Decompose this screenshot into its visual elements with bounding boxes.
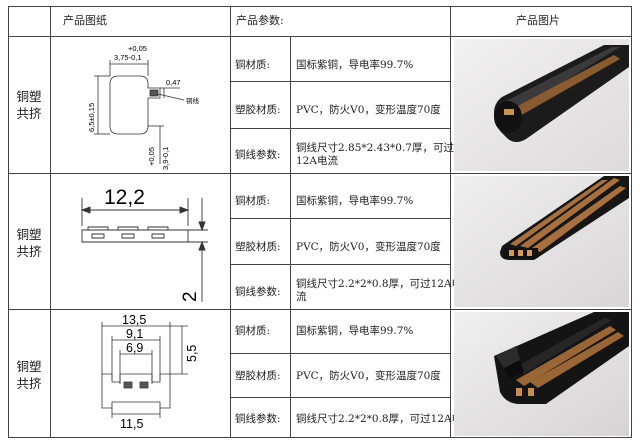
row1-dim-right: 0,47 xyxy=(166,78,181,87)
row1-param2-label: 塑胶材质: xyxy=(235,104,281,116)
row3-side-line2: 共挤 xyxy=(16,376,42,391)
row2-side-label: 铜塑 共挤 xyxy=(11,226,47,260)
row3-param2-label: 塑胶材质: xyxy=(235,370,281,382)
row1-side-label: 铜塑 共挤 xyxy=(11,88,47,122)
row2-product-photo xyxy=(454,176,629,307)
row1-param1-label: 铜材质: xyxy=(235,59,271,71)
row1-side-line1: 铜塑 xyxy=(16,89,42,104)
row3-dim-d1: 13,5 xyxy=(122,313,146,327)
row3-dim-bottom: 11,5 xyxy=(120,417,143,431)
row1-param1-value: 国标紫铜，导电率99.7% xyxy=(296,59,414,71)
spec-table: 产品图纸 产品参数: 产品图片 铜塑 共挤 xyxy=(8,6,632,438)
row2-param2-label: 塑胶材质: xyxy=(235,241,281,253)
row3-drawing: 13,5 9,1 6,9 5,5 11,5 xyxy=(92,312,202,436)
row2-side-line1: 铜塑 xyxy=(16,227,42,242)
row1-param3-label: 铜线参数: xyxy=(235,149,281,161)
row3-param1-label: 铜材质: xyxy=(235,325,271,337)
row1-wire-label: 铜线 xyxy=(186,96,200,105)
row1-dim-left: 6,5±0,15 xyxy=(87,103,96,132)
row2-drawing: 12,2 2 xyxy=(74,178,224,306)
row2-param1-value: 国标紫铜，导电率99.7% xyxy=(296,195,414,207)
row1-dim-bottom-b: 3,9-0,1 xyxy=(161,147,170,170)
row3-param3-value: 铜线尺寸2.2*2*0.8厚，可过12A电流 xyxy=(296,413,473,425)
row3-side-line1: 铜塑 xyxy=(16,359,42,374)
row3-dim-height: 5,5 xyxy=(185,345,199,362)
row1-side-line2: 共挤 xyxy=(16,106,42,121)
row2-param3-value-line2: 流 xyxy=(296,291,307,303)
row1-product-photo xyxy=(454,39,629,171)
row3-param1-value: 国标紫铜，导电率99.7% xyxy=(296,325,414,337)
row3-dim-d3: 6,9 xyxy=(126,341,143,355)
row2-param2-value: PVC，防火V0，变形温度70度 xyxy=(296,241,441,253)
row2-param3-value: 铜线尺寸2.2*2*0.8厚，可过12A电 流 xyxy=(296,278,462,304)
row1-dim-top-b: 3,75-0,1 xyxy=(114,53,142,62)
row2-dim-height: 2 xyxy=(180,291,201,302)
row2-param3-value-line1: 铜线尺寸2.2*2*0.8厚，可过12A电 xyxy=(296,278,463,290)
row3-param3-label: 铜线参数: xyxy=(235,413,281,425)
row2-dim-width: 12,2 xyxy=(104,186,145,209)
row1-drawing: +0,05 3,75-0,1 0,47 铜线 6,5±0,15 +0,05 3,… xyxy=(68,42,218,170)
row1-param2-value: PVC，防火V0，变形温度70度 xyxy=(296,104,441,116)
row3-product-photo xyxy=(454,312,629,436)
row2-param1-label: 铜材质: xyxy=(235,195,271,207)
row3-side-label: 铜塑 共挤 xyxy=(11,358,47,392)
row1-param3-value-line2: 12A电流 xyxy=(296,155,338,167)
header-drawing: 产品图纸 xyxy=(63,14,107,27)
row1-dim-top-a: +0,05 xyxy=(128,44,147,53)
row1-param3-value-line1: 铜线尺寸2.85*2.43*0.7厚，可过 xyxy=(296,142,454,154)
row1-param3-value: 铜线尺寸2.85*2.43*0.7厚，可过 12A电流 xyxy=(296,142,454,168)
row2-param3-label: 铜线参数: xyxy=(235,286,281,298)
row3-dim-d2: 9,1 xyxy=(126,327,143,341)
header-photo: 产品图片 xyxy=(516,14,560,27)
row3-param2-value: PVC，防火V0，变形温度70度 xyxy=(296,370,441,382)
row1-dim-bottom-a: +0,05 xyxy=(147,147,156,166)
header-params: 产品参数: xyxy=(236,14,284,27)
row2-side-line2: 共挤 xyxy=(16,244,42,259)
table-grid xyxy=(8,6,632,438)
